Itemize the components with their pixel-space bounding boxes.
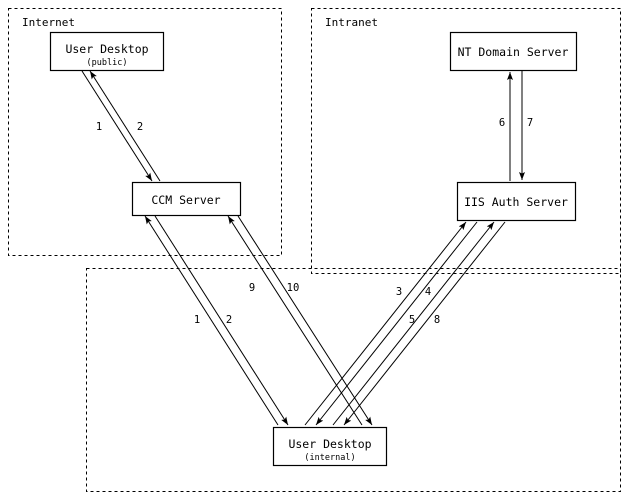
flow-group-internal-iis-58 (332, 221, 506, 426)
flow-line-4 (315, 221, 478, 426)
node-title-ccm-server: CCM Server (151, 193, 220, 207)
node-nt-domain-server[interactable]: NT Domain Server (449, 31, 578, 72)
node-title-user-desktop-public: User Desktop (65, 42, 148, 56)
zone-label-intranet: Intranet (325, 16, 378, 29)
zone-label-internet: Internet (22, 16, 75, 29)
step-label-4: 4 (425, 286, 431, 298)
zone-internal-boundary (86, 268, 621, 492)
flow-group-internal-ccm-910 (227, 215, 373, 426)
node-subtitle-user-desktop-internal: (internal) (304, 453, 355, 463)
step-label-10: 10 (287, 282, 300, 294)
flow-group-iis-ntdomain (507, 71, 525, 181)
flow-line-2-public (89, 70, 161, 182)
node-subtitle-user-desktop-public: (public) (87, 58, 128, 68)
step-label-9: 9 (249, 282, 255, 294)
flow-group-public-ccm (81, 70, 161, 182)
step-label-7: 7 (527, 117, 533, 129)
node-ccm-server[interactable]: CCM Server (131, 181, 242, 217)
flow-group-internal-ccm-12 (144, 215, 289, 426)
flow-group-internal-iis-34 (304, 221, 478, 426)
flow-line-10 (237, 215, 373, 426)
node-user-desktop-public[interactable]: User Desktop (public) (49, 31, 165, 72)
node-box-user-desktop-public[interactable] (49, 31, 165, 72)
flow-line-8 (343, 221, 506, 426)
node-title-nt-domain-server: NT Domain Server (458, 45, 569, 59)
step-labels: 1 2 6 7 1 2 9 10 3 4 5 8 (96, 117, 533, 326)
node-title-iis-auth-server: IIS Auth Server (464, 195, 568, 209)
node-box-user-desktop-internal[interactable] (272, 426, 388, 467)
step-label-8: 8 (434, 314, 440, 326)
node-box-ccm-server[interactable] (131, 181, 242, 217)
flow-line-3 (304, 221, 467, 426)
flow-line-1-public (81, 70, 153, 182)
node-title-user-desktop-internal: User Desktop (288, 437, 371, 451)
flow-line-5 (332, 221, 495, 426)
node-user-desktop-internal[interactable]: User Desktop (internal) (272, 426, 388, 467)
step-label-1-internal: 1 (194, 314, 200, 326)
step-label-2-internal: 2 (226, 314, 232, 326)
node-iis-auth-server[interactable]: IIS Auth Server (456, 181, 577, 222)
flow-line-1-internal (144, 215, 279, 426)
node-box-iis-auth-server[interactable] (456, 181, 577, 222)
flow-line-2-internal (154, 215, 289, 426)
zone-internet-boundary (8, 8, 282, 256)
step-label-6: 6 (499, 117, 505, 129)
flow-line-9 (227, 215, 363, 426)
zone-intranet-boundary (311, 8, 621, 274)
step-label-2-public: 2 (137, 121, 143, 133)
step-label-3: 3 (396, 286, 402, 298)
step-label-1-public: 1 (96, 121, 102, 133)
step-label-5: 5 (409, 314, 415, 326)
node-box-nt-domain-server[interactable] (449, 31, 578, 72)
